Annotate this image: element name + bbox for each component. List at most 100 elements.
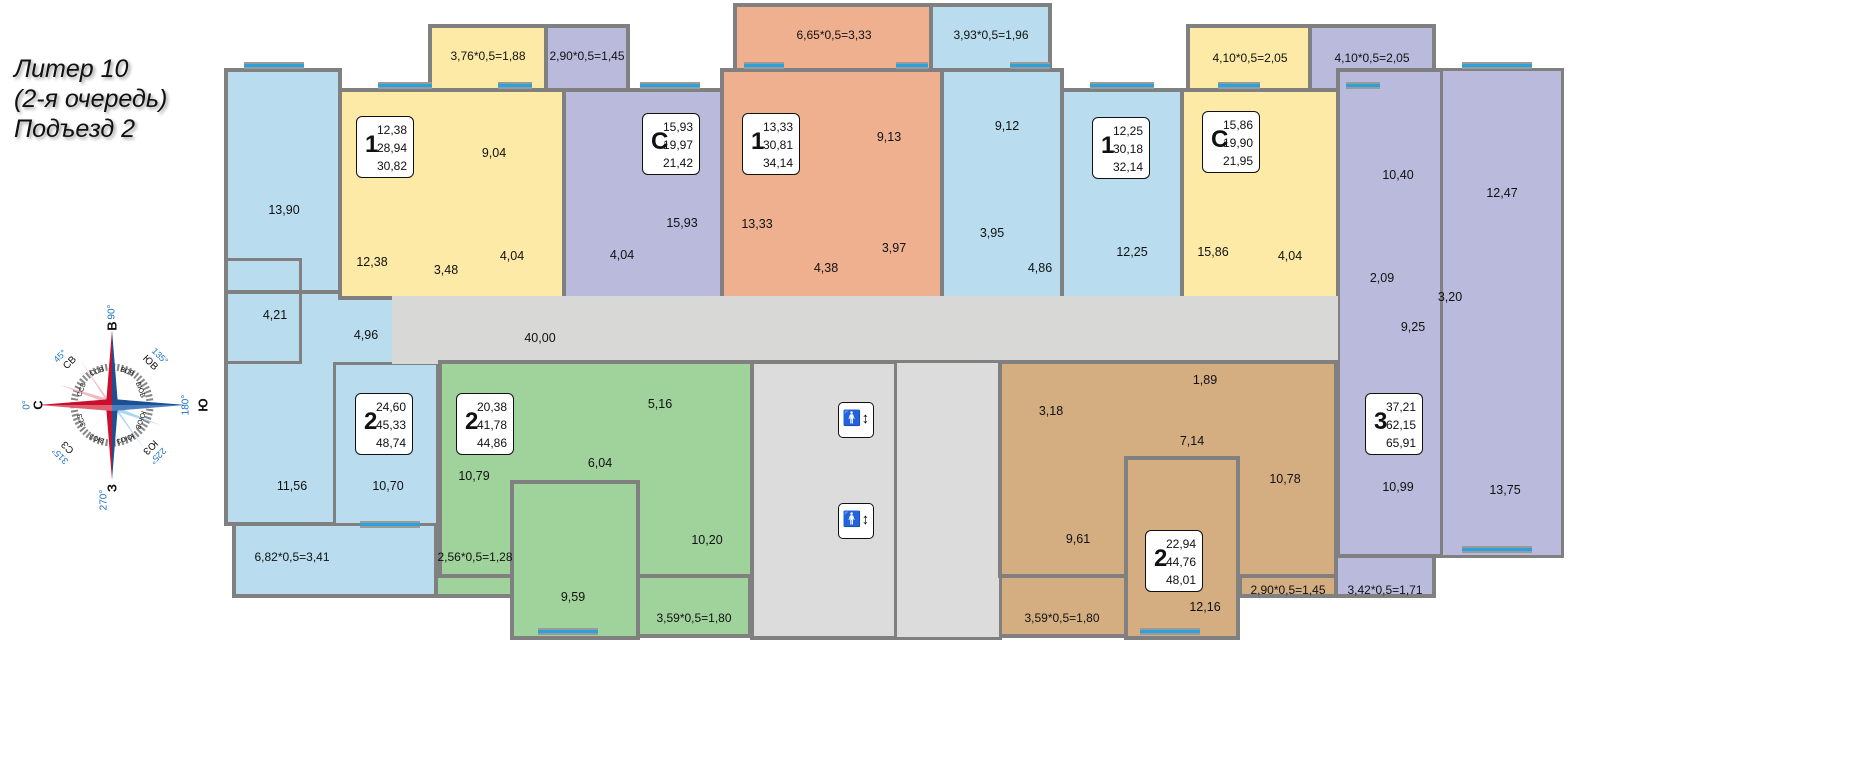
living-area: 12,25 [1112, 124, 1143, 138]
total-area: 19,90 [1222, 136, 1253, 150]
living-area: 22,94 [1165, 537, 1196, 551]
room-area: 13,33 [741, 217, 773, 231]
elevator-icon[interactable]: 🚹↕ [838, 503, 874, 539]
balcony-area: 3,76*0,5=1,88 [450, 49, 526, 63]
apartment-card[interactable]: 2 20,38 41,78 44,86 [456, 393, 514, 455]
apartment-type: 1 [751, 128, 765, 155]
room-area: 1,89 [1192, 373, 1218, 387]
total-area-with-balcony: 32,14 [1112, 160, 1143, 174]
balcony[interactable] [232, 518, 438, 598]
room-area: 2,09 [1369, 271, 1395, 285]
window [1218, 82, 1260, 89]
room-area: 4,04 [499, 249, 525, 263]
room-area: 15,86 [1197, 245, 1229, 259]
balcony[interactable] [544, 24, 630, 96]
staircase[interactable] [894, 360, 1002, 640]
room-area: 10,40 [1382, 168, 1414, 182]
total-area-with-balcony: 21,42 [662, 156, 693, 170]
apartment-card[interactable]: С 15,86 19,90 21,95 [1202, 111, 1260, 173]
compass-north-label: С [30, 400, 46, 410]
room-area: 11,56 [276, 479, 308, 493]
room-area: 12,16 [1189, 600, 1221, 614]
apartment-type: 3 [1374, 408, 1388, 435]
apartment-card[interactable]: 1 12,25 30,18 32,14 [1092, 117, 1150, 179]
balcony-area: 4,10*0,5=2,05 [1212, 51, 1288, 65]
elevator-icon[interactable]: 🚹↕ [838, 402, 874, 438]
bedroom[interactable] [510, 480, 640, 640]
window [360, 521, 420, 528]
room-area: 12,25 [1116, 245, 1148, 259]
apartment-type: 2 [364, 408, 378, 435]
apartment-type: 2 [465, 408, 479, 435]
total-area-with-balcony: 65,91 [1385, 436, 1416, 450]
balcony-area: 6,65*0,5=3,33 [796, 28, 872, 42]
room-area: 9,59 [560, 590, 586, 604]
total-area: 19,97 [662, 138, 693, 152]
total-area: 30,81 [762, 138, 793, 152]
corridor-area: 40,00 [524, 331, 556, 345]
apartment-card[interactable]: 1 12,38 28,94 30,82 [356, 116, 414, 178]
apartment-card[interactable]: 3 37,21 62,15 65,91 [1365, 393, 1423, 455]
window [1462, 546, 1532, 553]
living-area: 15,93 [662, 120, 693, 134]
balcony-area: 2,56*0,5=1,28 [437, 550, 513, 564]
room-area: 15,93 [666, 216, 698, 230]
room-area: 9,25 [1400, 320, 1426, 334]
balcony-area: 3,59*0,5=1,80 [656, 611, 732, 625]
apartment-card[interactable]: 2 22,94 44,76 48,01 [1145, 530, 1203, 592]
window [244, 62, 304, 69]
room-area: 4,04 [609, 248, 635, 262]
living-area: 20,38 [476, 400, 507, 414]
balcony[interactable] [1308, 24, 1436, 96]
total-area-with-balcony: 44,86 [476, 436, 507, 450]
balcony-area: 3,42*0,5=1,71 [1347, 583, 1423, 597]
apartment-card[interactable]: 1 13,33 30,81 34,14 [742, 113, 800, 175]
compass-deg-0: 0° [21, 400, 33, 410]
room-area: 5,16 [647, 397, 673, 411]
room-area: 9,12 [994, 119, 1020, 133]
total-area: 62,15 [1385, 418, 1416, 432]
total-area-with-balcony: 48,74 [375, 436, 406, 450]
living-area: 24,60 [375, 400, 406, 414]
total-area: 28,94 [376, 141, 407, 155]
corridor[interactable] [392, 296, 1338, 364]
apartment-1-c[interactable] [940, 68, 1064, 300]
total-area: 45,33 [375, 418, 406, 432]
compass-south-label: Ю [195, 398, 211, 412]
compass-east-label: В [104, 321, 120, 331]
room-area: 9,04 [481, 146, 507, 160]
room-area: 12,47 [1486, 186, 1518, 200]
window [538, 628, 598, 635]
window [1010, 62, 1050, 69]
title-line-3: Подъезд 2 [14, 115, 135, 143]
total-area-with-balcony: 21,95 [1222, 154, 1253, 168]
window [1090, 82, 1154, 89]
window [1140, 628, 1200, 635]
window [498, 82, 532, 89]
living-area: 12,38 [376, 123, 407, 137]
room-area: 13,90 [268, 203, 300, 217]
balcony[interactable] [636, 566, 752, 638]
apartment-card[interactable]: С 15,93 19,97 21,42 [642, 113, 700, 175]
room-area: 3,95 [979, 226, 1005, 240]
apartment-type: 1 [1101, 132, 1115, 159]
room-area: 6,04 [587, 456, 613, 470]
room-area: 13,75 [1489, 483, 1521, 497]
apartment-type: С [651, 128, 669, 155]
room-area: 12,38 [356, 255, 388, 269]
title-line-2: (2-я очередь) [14, 85, 168, 113]
compass-deg-90: 90° [106, 304, 118, 320]
balcony-area: 2,90*0,5=1,45 [1250, 583, 1326, 597]
room-area: 10,99 [1382, 480, 1414, 494]
window [378, 82, 432, 89]
window [896, 62, 928, 69]
compass-deg-270: 270° [98, 489, 110, 511]
living-area: 13,33 [762, 120, 793, 134]
apartment-card[interactable]: 2 24,60 45,33 48,74 [355, 393, 413, 455]
balcony-area: 4,10*0,5=2,05 [1334, 51, 1410, 65]
total-area: 30,18 [1112, 142, 1143, 156]
bedroom[interactable] [1440, 68, 1564, 558]
room-area: 10,78 [1269, 472, 1301, 486]
room-area: 3,20 [1437, 290, 1463, 304]
title-line-1: Литер 10 [14, 55, 129, 83]
